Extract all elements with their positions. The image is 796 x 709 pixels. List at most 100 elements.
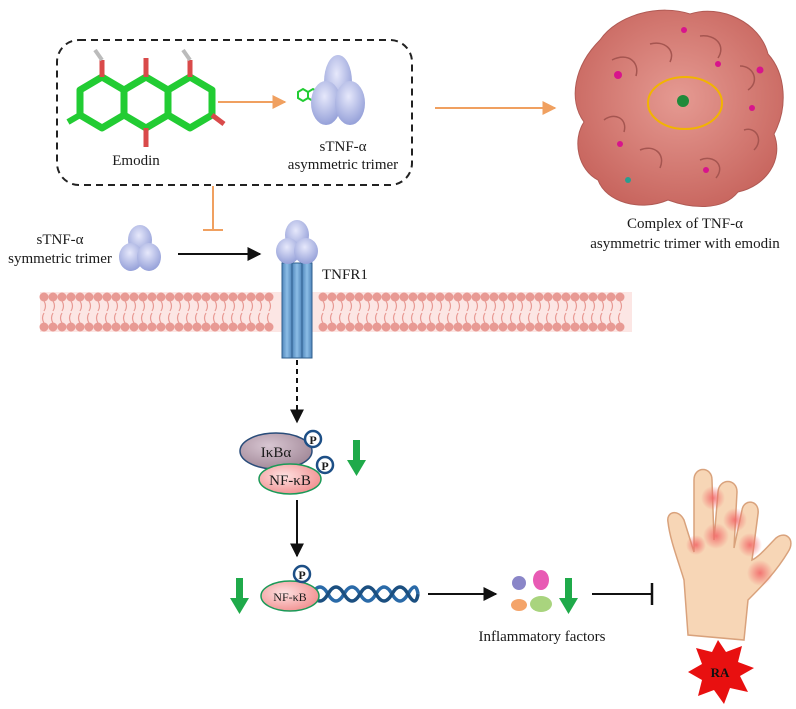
ikba-label: IκBα [261,445,292,461]
lipid-head [471,292,481,302]
green-down-arrow-2 [230,578,249,614]
emodin-label: Emodin [112,153,160,169]
lipid-head [210,292,220,302]
lipid-head [228,322,238,332]
lipid-tail [617,300,623,324]
lipid-tail [590,300,596,324]
lipid-head [543,322,553,332]
lipid-tail [527,300,533,324]
green-down-arrow-1 [347,440,366,476]
lipid-head [507,292,517,302]
lipid-head [120,322,130,332]
lipid-tail [320,300,326,324]
lipid-tail [455,300,461,324]
lipid-head [579,322,589,332]
lipid-head [66,322,76,332]
lipid-head [165,322,175,332]
lipid-tail [509,300,515,324]
lipid-tail [230,300,236,324]
lipid-tail [140,300,146,324]
lipid-head [444,322,454,332]
lipid-head [210,322,220,332]
lipid-head [615,322,625,332]
lipid-tail [149,300,155,324]
lipid-tail [257,300,263,324]
lipid-head [228,292,238,302]
lipid-head [498,292,508,302]
lipid-head [327,292,337,302]
lipid-head [480,322,490,332]
lipid-head [57,322,67,332]
lipid-head [201,292,211,302]
lipid-head [57,292,67,302]
lipid-head [498,322,508,332]
lipid-head [426,322,436,332]
nfkb-dna-label: NF-κB [273,590,306,604]
lipid-head [417,292,427,302]
lipid-tail [383,300,389,324]
lipid-head [597,292,607,302]
lipid-head [174,292,184,302]
lipid-tail [446,300,452,324]
lipid-head [183,292,193,302]
lipid-tail [158,300,164,324]
lipid-tail [491,300,497,324]
lipid-head [507,322,517,332]
lipid-tail [203,300,209,324]
lipid-head [525,292,535,302]
lipid-head [435,292,445,302]
binding-site-circle [647,76,723,130]
lipid-tail [347,300,353,324]
complex-label-2: asymmetric trimer with emodin [590,236,780,252]
ra-badge: RA [688,640,754,704]
cell-membrane [39,292,632,332]
lipid-head [399,292,409,302]
lipid-head [156,322,166,332]
lipid-tail [131,300,137,324]
lipid-head [327,322,337,332]
lipid-head [237,322,247,332]
lipid-head [48,292,58,302]
lipid-head [102,292,112,302]
nfkb-oval [258,463,322,495]
lipid-head [75,292,85,302]
lipid-head [129,322,139,332]
lipid-head [390,322,400,332]
lipid-tail [185,300,191,324]
lipid-head [444,292,454,302]
stnf-sym-label-2: symmetric trimer [8,251,112,267]
lipid-head [363,322,373,332]
lipid-head [192,322,202,332]
lipid-head [615,292,625,302]
emodin-group-box [56,39,413,186]
lipid-head [399,322,409,332]
lipid-head [48,322,58,332]
lipid-tail [50,300,56,324]
lipid-tail [365,300,371,324]
lipid-head [147,292,157,302]
lipid-head [318,292,328,302]
lipid-head [336,322,346,332]
lipid-head [174,322,184,332]
lipid-head [408,292,418,302]
lipid-head [156,292,166,302]
lipid-tail [437,300,443,324]
lipid-head [588,322,598,332]
complex-label-1: Complex of TNF-α [627,216,743,232]
lipid-head [318,322,328,332]
lipid-tail [68,300,74,324]
lipid-head [183,322,193,332]
lipid-tail [239,300,245,324]
lipid-head [480,292,490,302]
lipid-head [354,322,364,332]
lipid-tail [500,300,506,324]
lipid-tail [122,300,128,324]
lipid-head [336,292,346,302]
lipid-tail [212,300,218,324]
lipid-head [552,292,562,302]
phospho-nfkb-dna-label: P [298,568,305,582]
lipid-tail [95,300,101,324]
lipid-head [264,292,274,302]
lipid-head [570,292,580,302]
lipid-tail [167,300,173,324]
